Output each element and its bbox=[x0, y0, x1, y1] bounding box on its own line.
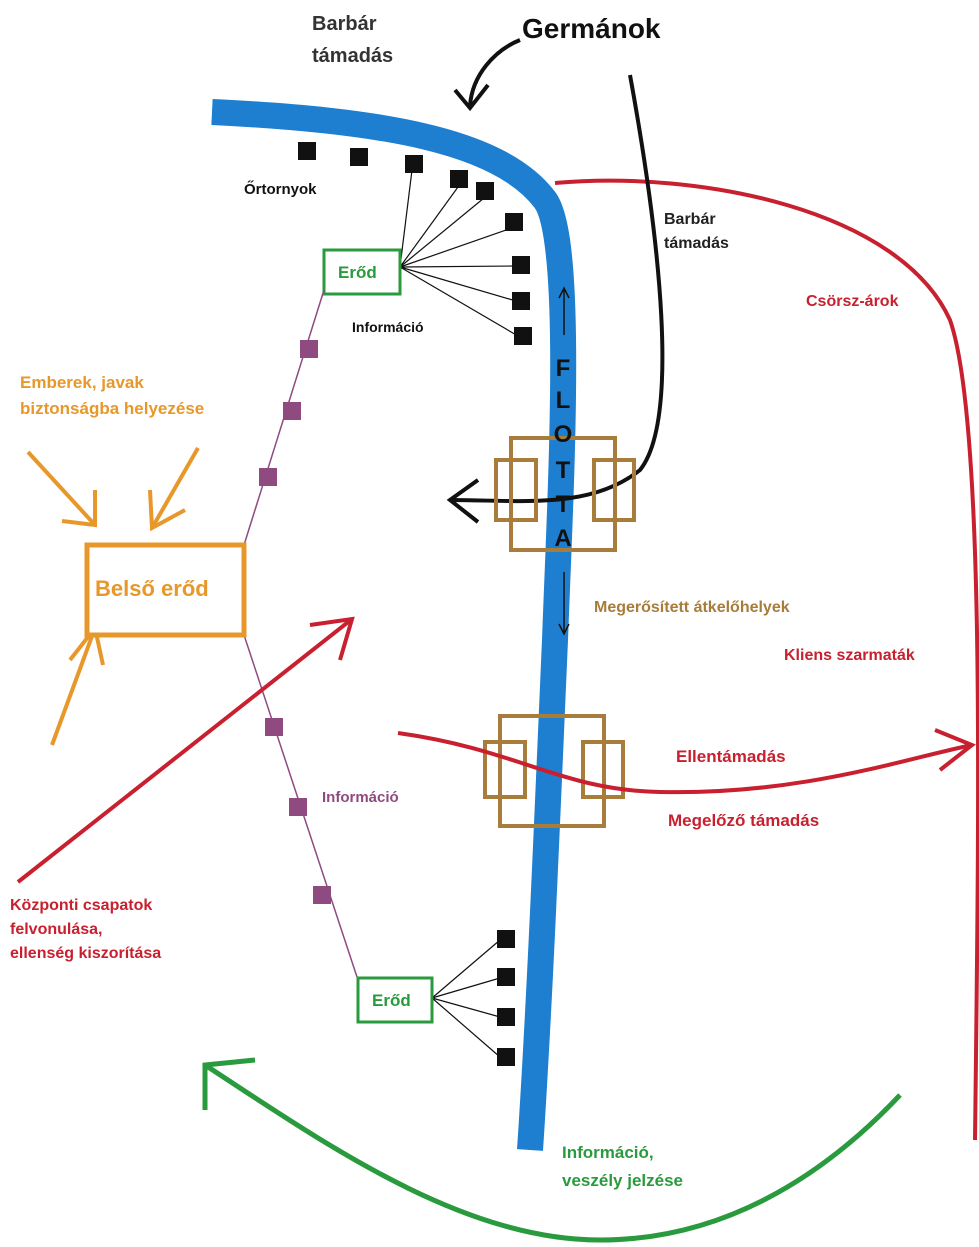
label-kozponti-2: felvonulása, bbox=[10, 921, 102, 938]
label-barbar-top-1: Barbár bbox=[312, 13, 377, 35]
label-barbar-side-1: Barbár bbox=[664, 211, 716, 228]
label-informacio-bottom-1: Információ, bbox=[562, 1143, 654, 1162]
label-megelozo: Megelőző támadás bbox=[668, 811, 819, 830]
label-belso-erod: Belső erőd bbox=[95, 576, 209, 601]
fort-top-box bbox=[322, 248, 402, 296]
label-kozponti-1: Központi csapatok bbox=[10, 897, 152, 914]
barbar-attack-arrow bbox=[446, 74, 665, 524]
label-megerositett: Megerősített átkelőhelyek bbox=[594, 599, 790, 616]
label-emberek-1: Emberek, javak bbox=[20, 373, 144, 392]
flotta-letter-t1: T bbox=[556, 457, 571, 484]
label-informacio-top: Információ bbox=[352, 319, 424, 335]
label-erod-top: Erőd bbox=[338, 263, 377, 282]
fortified-crossing-lower bbox=[483, 714, 625, 828]
label-informacio-mid: Információ bbox=[322, 789, 399, 806]
label-csorsz-arok: Csörsz-árok bbox=[806, 293, 899, 310]
signal-lines-top bbox=[399, 169, 519, 337]
label-barbar-side-2: támadás bbox=[664, 235, 729, 252]
fort-bottom-box bbox=[356, 976, 434, 1024]
river-danube bbox=[211, 99, 577, 1151]
watchtowers-top bbox=[298, 142, 532, 345]
label-ortornyok: Őrtornyok bbox=[244, 180, 317, 198]
watchtowers-bottom bbox=[497, 930, 515, 1066]
signal-lines-bottom bbox=[431, 939, 501, 1058]
signal-chain bbox=[243, 289, 359, 981]
label-erod-bottom: Erőd bbox=[372, 991, 411, 1010]
label-informacio-bottom-2: veszély jelzése bbox=[562, 1171, 683, 1190]
signal-posts bbox=[259, 340, 331, 904]
label-ellentamadas: Ellentámadás bbox=[676, 747, 786, 766]
warning-signal-arrow bbox=[202, 1057, 902, 1243]
inner-fort-box bbox=[84, 542, 247, 638]
label-germanok: Germánok bbox=[522, 13, 661, 44]
flotta-arrows bbox=[558, 286, 570, 636]
flotta-letter-a: A bbox=[554, 525, 571, 552]
label-kozponti-3: ellenség kiszorítása bbox=[10, 945, 161, 962]
orange-arrows bbox=[26, 447, 200, 746]
label-emberek-2: biztonságba helyezése bbox=[20, 399, 204, 418]
counter-attack-arrow bbox=[397, 728, 976, 795]
flotta-letter-o: O bbox=[554, 421, 573, 448]
flotta-letter-f: F bbox=[556, 355, 571, 382]
fortified-crossing-upper bbox=[494, 436, 636, 552]
flotta-letter-t2: T bbox=[556, 491, 571, 518]
csorsz-arok-line bbox=[554, 178, 979, 1141]
label-flotta: F L O T T A bbox=[554, 355, 573, 552]
flotta-letter-l: L bbox=[556, 387, 571, 414]
label-kliens: Kliens szarmaták bbox=[784, 647, 915, 664]
label-barbar-top-2: támadás bbox=[312, 45, 393, 67]
germanok-arrow bbox=[453, 38, 521, 112]
central-troops-arrow bbox=[16, 616, 355, 884]
